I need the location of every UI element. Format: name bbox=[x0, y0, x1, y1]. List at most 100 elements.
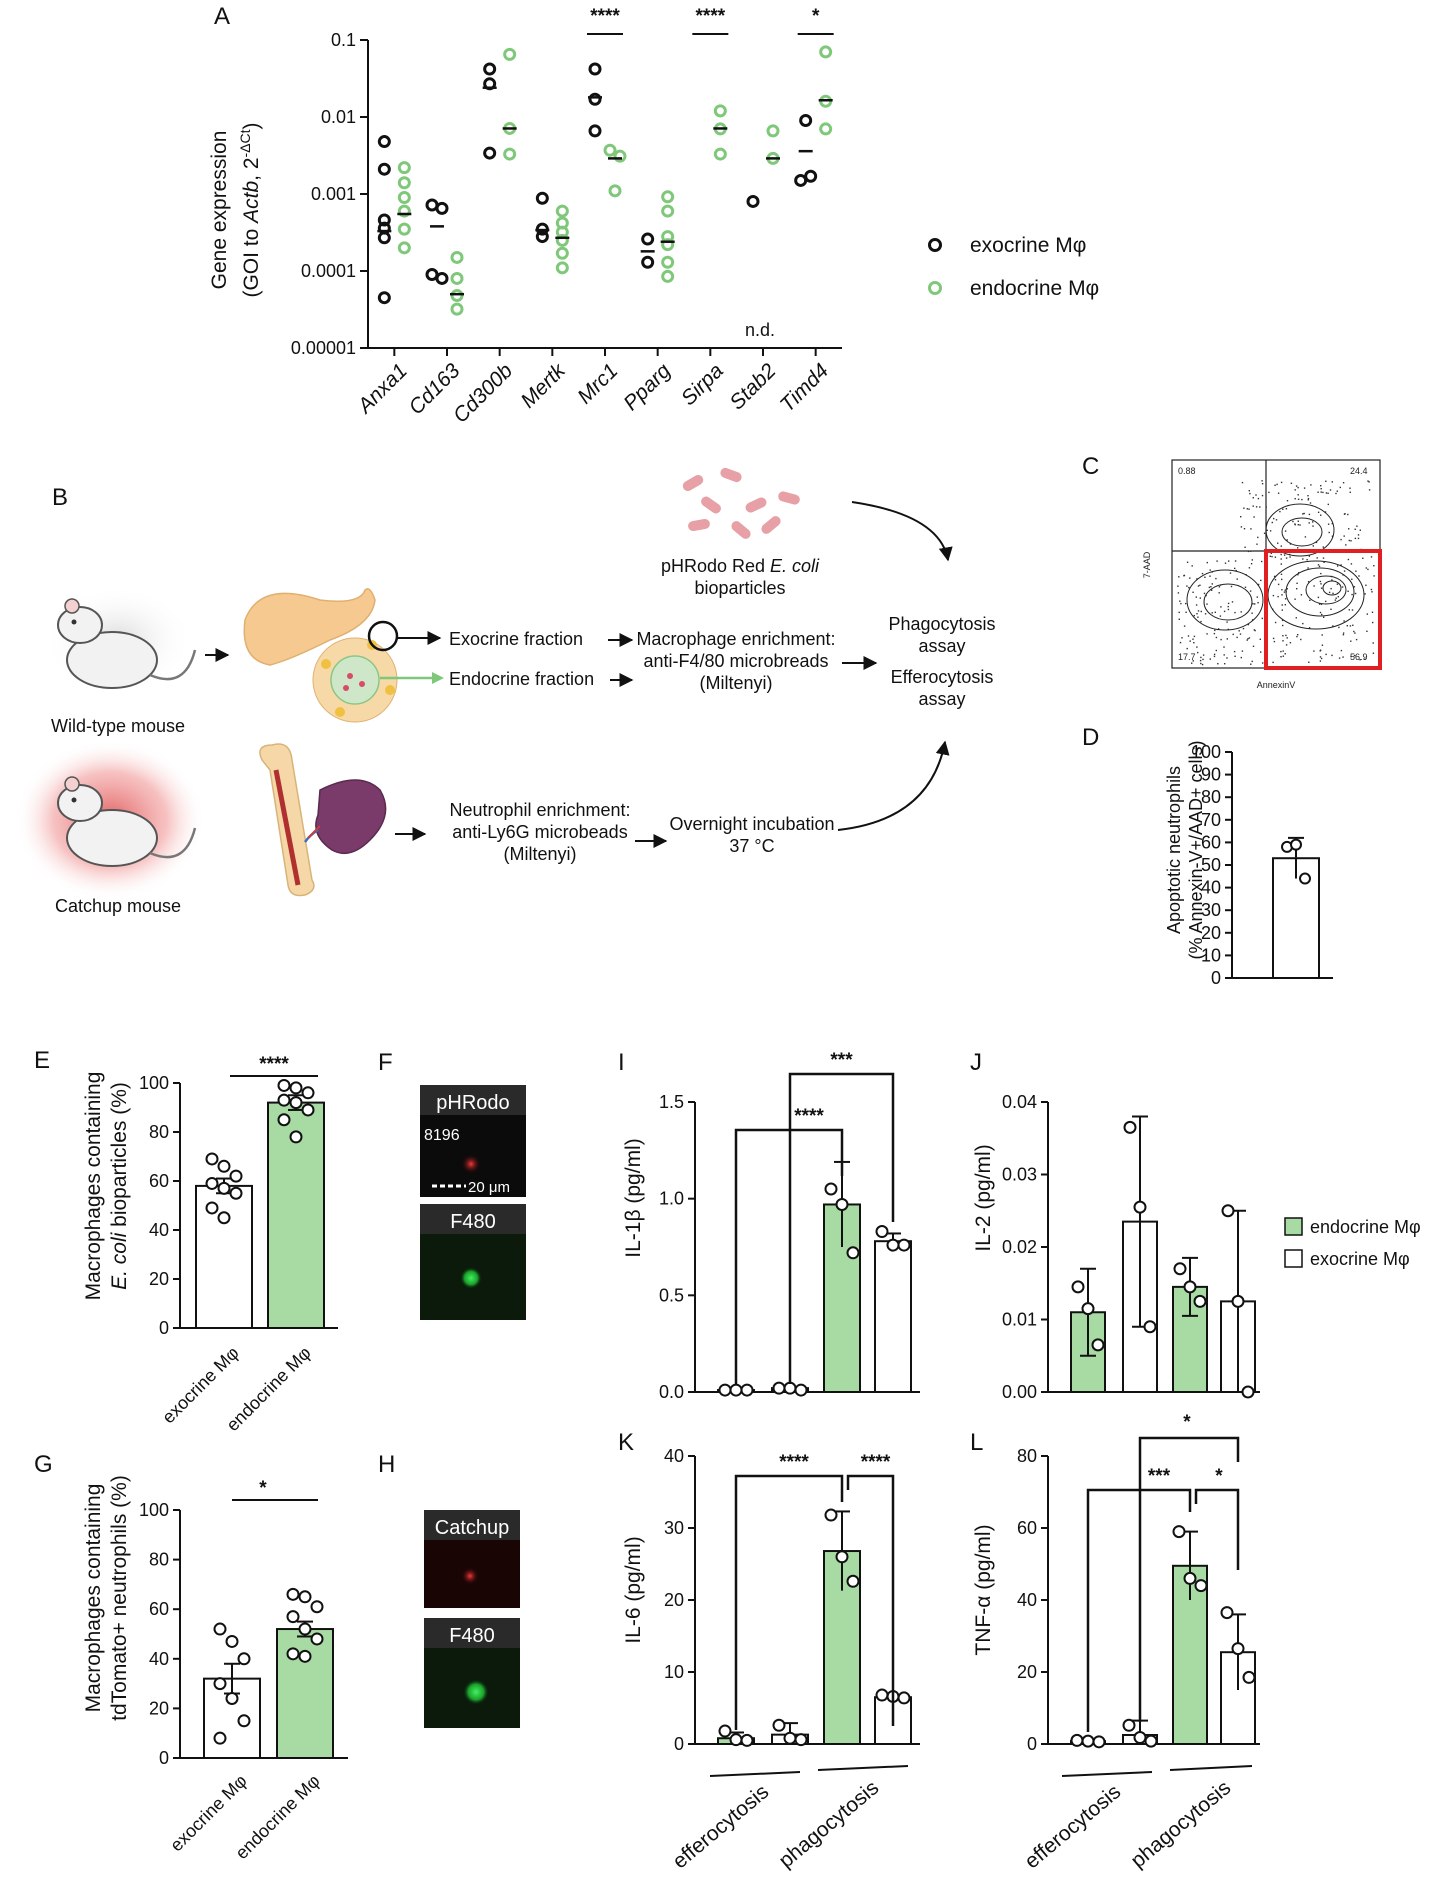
flow-event-dot bbox=[1355, 638, 1358, 641]
flow-event-dot bbox=[1319, 649, 1322, 651]
flow-event-dot bbox=[1354, 592, 1357, 595]
flow-event-dot bbox=[1320, 572, 1322, 575]
flow-event-dot bbox=[1280, 563, 1282, 565]
flow-event-dot bbox=[1201, 572, 1204, 575]
flow-event-dot bbox=[1199, 659, 1202, 662]
enrichment-line1: Macrophage enrichment: bbox=[636, 629, 835, 649]
sig-bracket bbox=[1138, 1436, 1240, 1722]
J-plot-point bbox=[1091, 1338, 1105, 1352]
flow-event-dot bbox=[1307, 495, 1309, 497]
flow-event-dot bbox=[1251, 660, 1253, 663]
flow-event-dot bbox=[1226, 621, 1228, 623]
flow-event-dot bbox=[1338, 657, 1341, 659]
flow-event-dot bbox=[1350, 540, 1352, 542]
panel-a-xtick-label: Timd4 bbox=[776, 359, 833, 416]
L-plot-point bbox=[1231, 1642, 1245, 1656]
flow-event-dot bbox=[1185, 611, 1187, 613]
flow-event-dot bbox=[1351, 593, 1353, 596]
G-plot-point bbox=[237, 1714, 251, 1728]
flow-event-dot bbox=[1372, 652, 1375, 654]
phrodo-label: pHRodo bbox=[436, 1092, 509, 1114]
flow-event-dot bbox=[1347, 513, 1349, 516]
flow-event-dot bbox=[1271, 555, 1273, 558]
L-plot-point bbox=[1242, 1670, 1256, 1684]
panel-a-sig-label: **** bbox=[696, 6, 726, 27]
flow-event-dot bbox=[1247, 623, 1250, 626]
flow-event-dot bbox=[1232, 633, 1234, 636]
flow-event-dot bbox=[1272, 594, 1275, 597]
panel-l-tnfa: L TNF-α (pg/ml) 020406080*****efferocyto… bbox=[970, 1412, 1260, 1873]
flow-event-dot bbox=[1189, 640, 1191, 642]
flow-event-dot bbox=[1294, 523, 1296, 525]
flow-event-dot bbox=[1286, 500, 1289, 502]
flow-event-dot bbox=[1277, 595, 1279, 598]
flow-event-dot bbox=[1303, 487, 1306, 489]
flow-event-dot bbox=[1307, 497, 1310, 500]
flow-event-dot bbox=[1200, 620, 1202, 623]
flow-event-dot bbox=[1317, 564, 1320, 566]
E-plot-point bbox=[277, 1113, 291, 1127]
flow-event-dot bbox=[1223, 610, 1226, 613]
flow-event-dot bbox=[1256, 596, 1258, 598]
I-plot-point bbox=[886, 1238, 900, 1252]
flow-event-dot bbox=[1343, 535, 1345, 537]
J-plot-point bbox=[1143, 1320, 1157, 1334]
flow-event-dot bbox=[1189, 577, 1191, 579]
panel-i-plot: 0.00.51.01.5******* bbox=[659, 1050, 920, 1402]
flow-event-dot bbox=[1223, 646, 1225, 648]
flow-event-dot bbox=[1327, 523, 1330, 525]
panel-a-point bbox=[661, 255, 675, 269]
flow-event-dot bbox=[1336, 565, 1339, 567]
panel-a-point bbox=[608, 184, 622, 198]
flow-event-dot bbox=[1294, 598, 1296, 600]
flow-event-dot bbox=[1309, 502, 1312, 504]
flow-event-dot bbox=[1366, 630, 1368, 632]
flow-event-dot bbox=[1252, 603, 1254, 605]
flow-event-dot bbox=[1317, 491, 1319, 493]
wildtype-mouse-label: Wild-type mouse bbox=[51, 716, 185, 736]
panel-a-point bbox=[503, 47, 517, 61]
L-plot-point bbox=[1070, 1733, 1084, 1747]
flow-event-dot bbox=[1317, 511, 1320, 513]
flow-event-dot bbox=[1324, 511, 1327, 513]
flow-event-dot bbox=[1297, 634, 1299, 636]
E-plot-point bbox=[277, 1093, 291, 1107]
panel-a-point bbox=[661, 204, 675, 218]
flow-event-dot bbox=[1373, 565, 1375, 567]
flow-event-dot bbox=[1373, 575, 1375, 577]
L-plot-point bbox=[1133, 1731, 1147, 1745]
E-plot-point bbox=[301, 1103, 315, 1117]
flow-event-dot bbox=[1282, 655, 1284, 657]
panel-a-xtick-label: Mrc1 bbox=[573, 359, 622, 408]
flow-event-dot bbox=[1213, 655, 1216, 658]
flow-event-dot bbox=[1319, 580, 1322, 583]
flow-event-dot bbox=[1367, 568, 1369, 571]
flow-event-dot bbox=[1179, 600, 1181, 602]
flow-event-dot bbox=[1327, 503, 1329, 506]
panel-a-xtick-label: Cd300b bbox=[449, 359, 518, 428]
flow-event-dot bbox=[1275, 519, 1278, 521]
D-plot-ytick-label: 80 bbox=[1201, 787, 1221, 807]
flow-event-dot bbox=[1308, 555, 1311, 557]
flow-event-dot bbox=[1270, 552, 1272, 554]
flow-event-dot bbox=[1187, 635, 1190, 637]
flow-event-dot bbox=[1304, 536, 1307, 538]
panel-h-micrographs: H Catchup F480 bbox=[378, 1451, 520, 1728]
flow-event-dot bbox=[1262, 662, 1264, 664]
E-plot-point bbox=[277, 1078, 291, 1092]
flow-event-dot bbox=[1255, 506, 1258, 508]
I-plot-point bbox=[729, 1383, 743, 1397]
flow-event-dot bbox=[1226, 657, 1228, 659]
flow-event-dot bbox=[1234, 655, 1236, 657]
D-plot-ytick-label: 10 bbox=[1201, 945, 1221, 965]
panel-a-point bbox=[819, 45, 833, 59]
flow-event-dot bbox=[1354, 632, 1356, 634]
flow-event-dot bbox=[1365, 567, 1367, 569]
flow-event-dot bbox=[1200, 656, 1202, 659]
bone-spleen-icon bbox=[259, 743, 387, 897]
flow-event-dot bbox=[1253, 629, 1256, 631]
flow-event-dot bbox=[1348, 539, 1350, 542]
flow-event-dot bbox=[1213, 653, 1216, 656]
panel-e-ylabel-line1: Macrophages containing bbox=[82, 1072, 105, 1301]
